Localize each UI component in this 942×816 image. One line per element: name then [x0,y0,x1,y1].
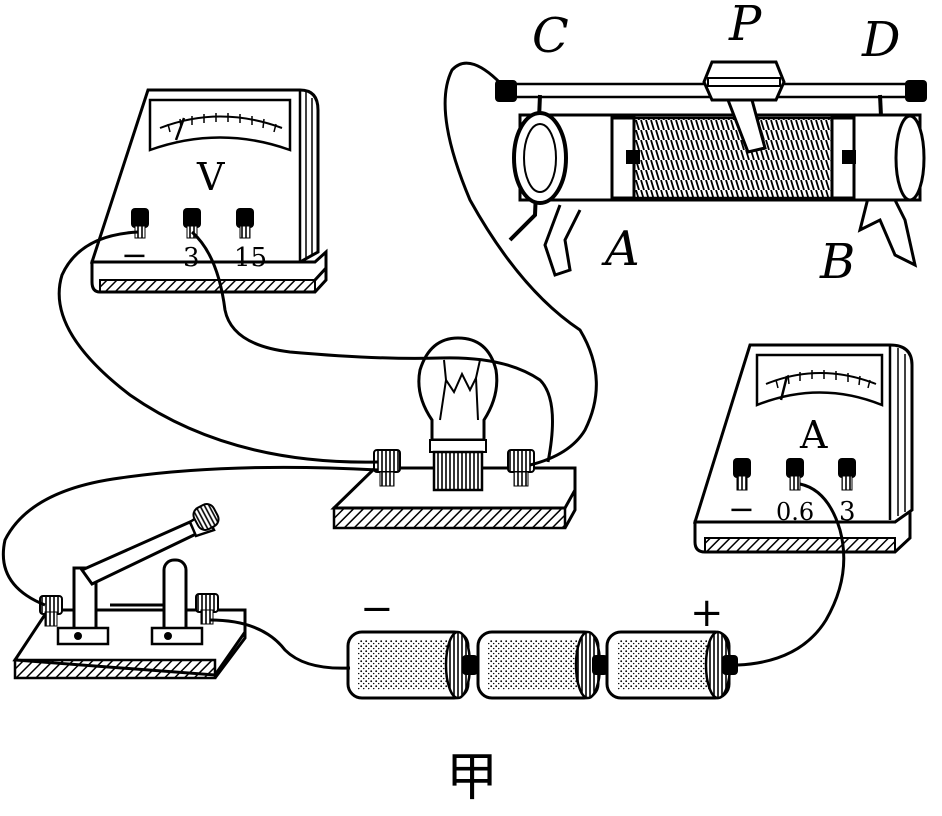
wire-voltmeter-3-to-lamp [191,230,554,463]
rheostat: C P D A B [495,0,927,290]
battery-cell-2 [476,630,608,700]
wire-lamp-to-switch [1,465,379,607]
ammeter-terminal-neg[interactable] [733,458,751,491]
battery-cell-3 [605,630,738,700]
rheostat-label-c: C [532,8,569,64]
wires [1,61,846,670]
bulb-icon [417,336,499,492]
battery-label-neg: − [360,586,394,632]
voltmeter-symbol: V [196,155,225,199]
ammeter-terminal-06[interactable] [786,458,804,491]
voltmeter: V − 3 15 [89,88,328,294]
battery-cell-1 [346,630,478,700]
lamp-terminal-right[interactable] [507,449,535,487]
voltmeter-label-15: 15 [234,243,267,273]
knife-switch [12,503,247,680]
rheostat-label-b: B [819,234,855,290]
ammeter-label-3: 3 [839,497,856,527]
lamp-terminal-left[interactable] [373,449,401,487]
wire-switch-to-battery [209,618,351,670]
ammeter-label-neg: − [728,490,755,528]
wire-rheostat-c-to-lamp [443,61,598,467]
wire-battery-to-ammeter [737,482,846,667]
voltmeter-label-neg: − [121,236,148,274]
wire-voltmeter-neg-to-lamp [57,230,379,464]
rheostat-label-a: A [601,221,640,277]
voltmeter-terminal-15[interactable] [236,208,254,239]
ammeter: A − 0.6 3 [692,343,914,554]
lamp-holder [330,336,577,530]
battery-label-pos: + [690,590,724,636]
battery-pack: − + [346,586,738,700]
figure-caption: 甲 [446,748,498,808]
voltmeter-terminal-neg[interactable] [131,208,149,239]
ammeter-label-06: 0.6 [776,498,814,526]
ammeter-terminal-3[interactable] [838,458,856,491]
switch-terminal-left[interactable] [39,595,63,627]
ammeter-symbol: A [799,413,828,457]
voltmeter-label-3: 3 [183,243,200,273]
rheostat-label-d: D [861,12,900,68]
rheostat-label-p: P [728,0,762,52]
